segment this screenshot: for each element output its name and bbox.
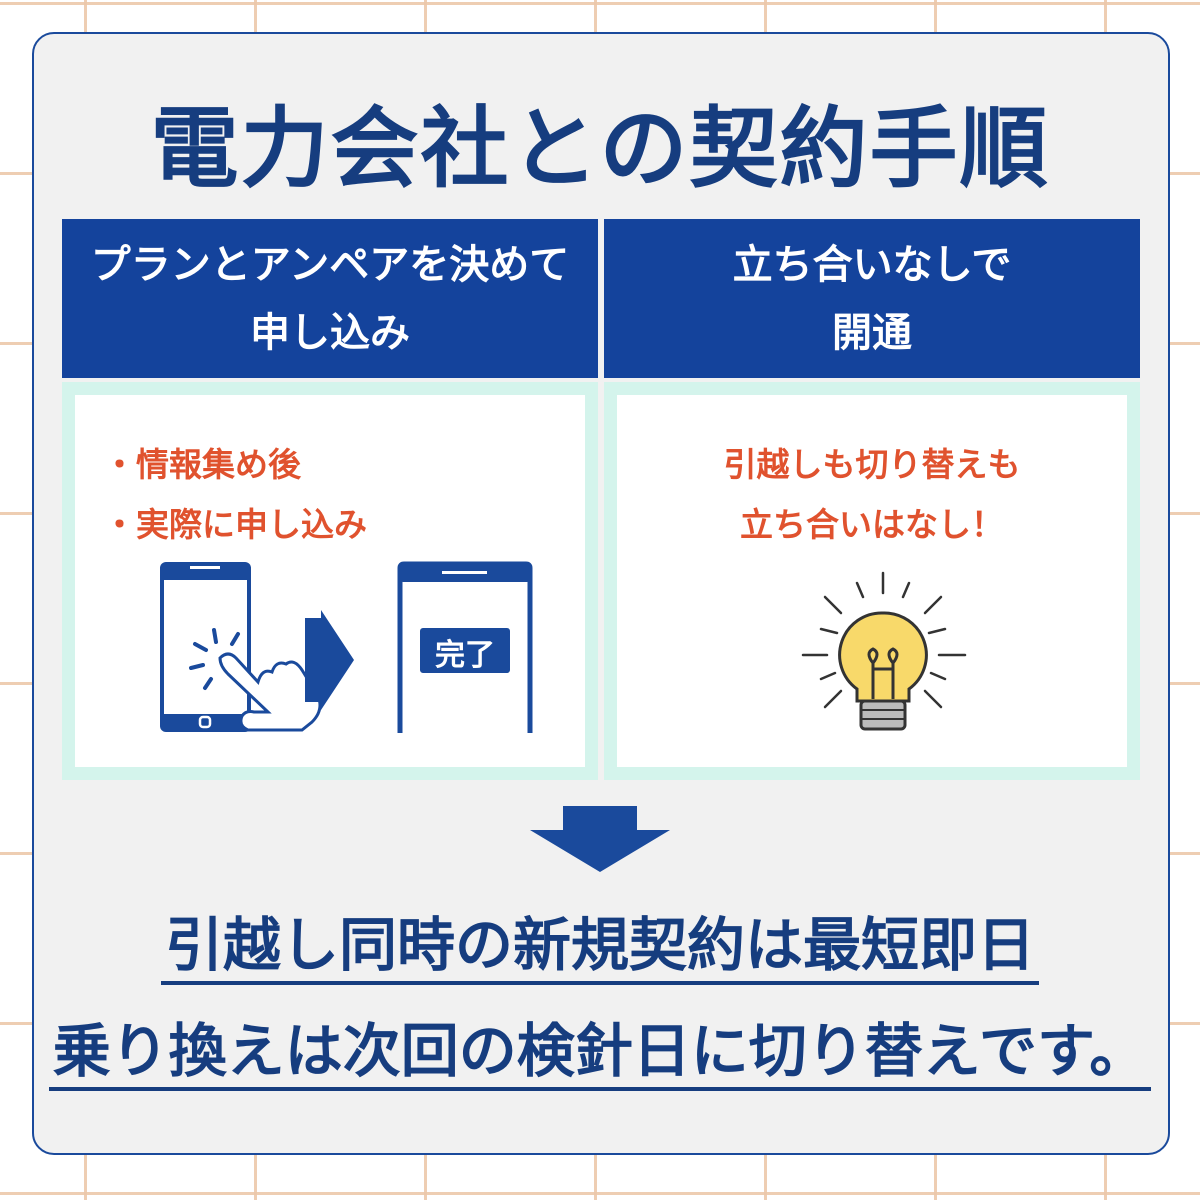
phone-icon <box>160 562 251 732</box>
complete-badge: 完了 <box>435 638 495 673</box>
lightbulb-icon <box>801 571 967 731</box>
step-header-open: 立ち合いなしで 開通 <box>604 219 1140 378</box>
header-line: 開通 <box>832 309 912 356</box>
arrow-right-icon <box>305 610 354 710</box>
bullet-item: ・情報集め後 <box>103 445 301 484</box>
summary-line-switch: 乗り換えは次回の検針日に切り替えです。 <box>0 1004 1200 1091</box>
tap-sparkle-icon <box>189 628 240 690</box>
phone-complete-icon <box>397 561 533 733</box>
arrow-down-icon <box>530 806 670 872</box>
note-line: 引越しも切り替えも <box>723 445 1021 484</box>
bullet-item: ・実際に申し込み <box>103 505 367 544</box>
header-line: 申し込み <box>250 309 410 356</box>
note-line: 立ち合いはなし！ <box>740 505 1004 544</box>
header-line: プランとアンペアを決めて <box>90 241 570 288</box>
header-line: 立ち合いなしで <box>732 241 1012 288</box>
phone-tap-illustration <box>160 561 533 733</box>
step-header-apply: プランとアンペアを決めて 申し込み <box>62 219 598 378</box>
step-panel-apply <box>62 382 598 780</box>
page-title: 電力会社との契約手順 <box>150 97 1050 200</box>
summary-line-new-contract: 引越し同時の新規契約は最短即日 <box>0 898 1200 985</box>
